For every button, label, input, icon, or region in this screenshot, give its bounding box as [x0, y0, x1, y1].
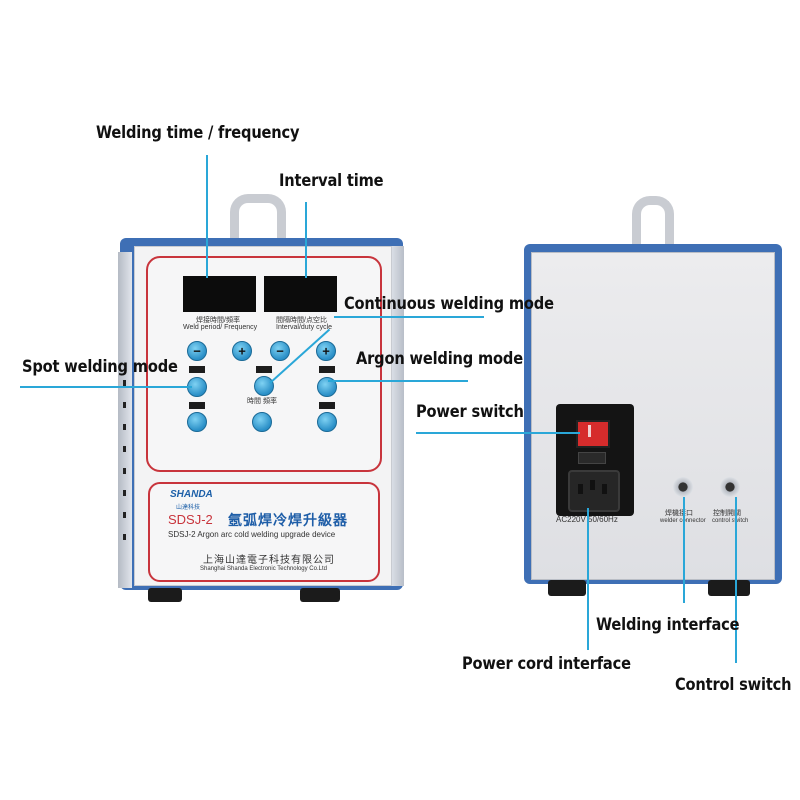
function-button-left[interactable]	[187, 412, 207, 432]
welder-connector-label-en: welder connector	[660, 518, 706, 524]
callout-power-cord: Power cord interface	[462, 654, 631, 674]
callout-line	[587, 508, 589, 650]
front-foot-left	[148, 588, 182, 602]
product-title-en: SDSJ-2 Argon arc cold welding upgrade de…	[168, 530, 336, 539]
company-name-cn: 上海山達電子科技有限公司	[203, 555, 335, 566]
vent	[123, 512, 126, 518]
front-side-right	[390, 246, 404, 586]
argon-welding-button[interactable]	[317, 377, 337, 397]
control-switch-label-en: control switch	[712, 518, 749, 524]
welder-connector[interactable]	[673, 477, 693, 497]
weld-display-label-cn: 焊接時間/頻率	[196, 317, 240, 324]
callout-line	[416, 432, 580, 434]
minus-icon: −	[276, 343, 284, 359]
vent	[123, 490, 126, 496]
time-frequency-label: 時間 頻率	[247, 398, 277, 405]
brand-logo: SHANDA	[170, 489, 213, 500]
plus-icon: +	[238, 343, 246, 359]
callout-line	[334, 316, 484, 318]
power-switch-mark	[588, 425, 591, 437]
weld-display-label-en: Weld period/ Frequency	[183, 324, 258, 331]
socket-pin	[578, 484, 583, 494]
vent	[123, 468, 126, 474]
callout-continuous-mode: Continuous welding mode	[344, 294, 554, 314]
callout-line	[735, 497, 737, 663]
front-side-left	[118, 252, 132, 588]
callout-control-switch: Control switch	[675, 675, 792, 695]
product-title-cn: 氬弧焊冷焊升級器	[228, 512, 348, 528]
front-foot-right	[300, 588, 340, 602]
callout-welding-interface: Welding interface	[596, 615, 740, 635]
weld-time-display	[183, 276, 256, 312]
power-cord-socket[interactable]	[568, 470, 620, 512]
vent	[123, 402, 126, 408]
callout-argon-mode: Argon welding mode	[356, 349, 523, 369]
socket-pin	[590, 480, 595, 490]
callout-welding-time: Welding time / frequency	[96, 123, 300, 143]
company-name-en: Shanghai Shanda Electronic Technology Co…	[200, 566, 327, 572]
callout-line	[305, 202, 307, 278]
callout-line	[20, 386, 192, 388]
fuse-holder	[578, 452, 606, 464]
back-foot-left	[548, 580, 586, 596]
control-switch-label-cn: 控制開關	[713, 510, 741, 517]
interval-display-label-cn: 間隔時間/点空比	[276, 317, 327, 324]
callout-line	[206, 155, 208, 278]
model-number: SDSJ-2	[168, 512, 213, 527]
label-panel	[148, 482, 380, 582]
voltage-label: AC220V 50/60Hz	[556, 515, 618, 524]
weld-time-minus-button[interactable]: −	[187, 341, 207, 361]
interval-time-display	[264, 276, 337, 312]
back-foot-right	[708, 580, 750, 596]
vent	[123, 534, 126, 540]
vent	[123, 424, 126, 430]
function-button-center[interactable]	[252, 412, 272, 432]
callout-line	[683, 497, 685, 603]
weld-time-plus-button[interactable]: +	[232, 341, 252, 361]
welder-connector-label-cn: 焊機接口	[665, 510, 693, 517]
interval-display-label-en: Interval/duty cycle	[276, 324, 333, 331]
socket-pin	[602, 484, 607, 494]
front-handle	[230, 194, 286, 257]
indicator-led	[319, 402, 335, 409]
vent	[123, 446, 126, 452]
control-switch-connector[interactable]	[720, 477, 740, 497]
function-button-right[interactable]	[317, 412, 337, 432]
brand-logo-cn: 山達科技	[176, 505, 201, 511]
callout-line	[328, 380, 468, 382]
power-switch[interactable]	[576, 420, 610, 448]
callout-interval-time: Interval time	[279, 171, 384, 191]
plus-icon: +	[322, 343, 330, 359]
spot-led	[189, 366, 205, 373]
continuous-led	[256, 366, 272, 373]
interval-plus-button[interactable]: +	[316, 341, 336, 361]
indicator-led	[189, 402, 205, 409]
callout-spot-mode: Spot welding mode	[22, 357, 178, 377]
continuous-welding-button[interactable]	[254, 376, 274, 396]
callout-power-switch: Power switch	[416, 402, 524, 422]
vent	[123, 380, 126, 386]
back-handle	[632, 196, 674, 259]
argon-led	[319, 366, 335, 373]
minus-icon: −	[193, 343, 201, 359]
interval-minus-button[interactable]: −	[270, 341, 290, 361]
